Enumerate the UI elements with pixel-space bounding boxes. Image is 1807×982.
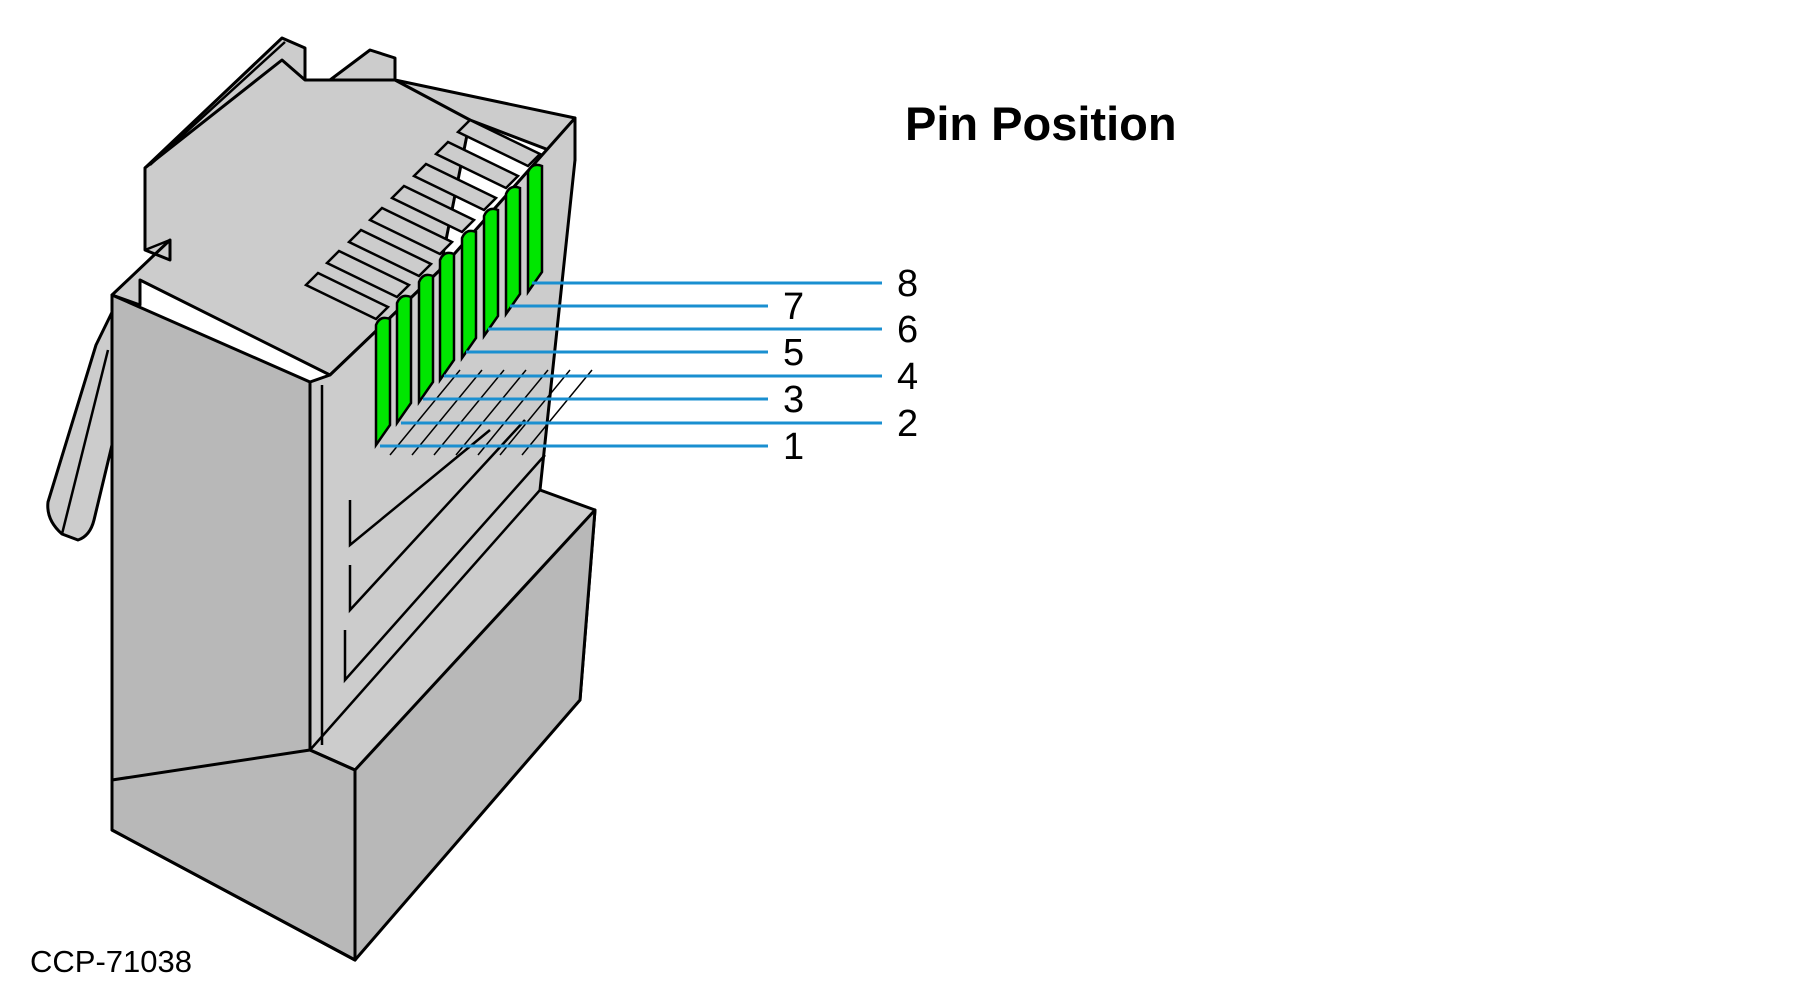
pin-contact-8 [526,163,544,296]
pin-label-6: 6 [897,309,918,351]
pin-slot-6 [411,162,499,212]
connector-body [110,36,597,962]
pin-label-2: 2 [897,403,918,445]
diagram-title: Pin Position [905,97,1177,150]
pin-label-3: 3 [783,379,804,421]
slot-divider-line [521,369,593,456]
pin-contact-5 [460,229,478,362]
pin-contact-1 [374,316,392,449]
pin-slot-4 [367,206,455,256]
slot-divider-line [477,369,549,456]
contact-slots [303,118,543,321]
pin-slot-2 [324,249,412,299]
pin-slot-5 [389,184,477,234]
pin-leaders: 1 2 3 4 5 6 7 8 [380,263,918,468]
pin-contacts [374,163,544,449]
pin-contact-4 [438,251,456,384]
slot-divider-line [499,369,571,456]
pin-label-4: 4 [897,356,918,398]
pin-slot-3 [346,228,434,278]
pin-contact-7 [504,185,522,318]
pin-label-1: 1 [783,426,804,468]
pin-slot-1 [303,271,391,321]
pin-slot-8 [455,118,543,168]
slot-divider-line [411,369,483,456]
slot-divider-line [455,369,527,456]
pin-contact-6 [482,207,500,340]
pin-label-7: 7 [783,286,804,328]
slot-divider-line [389,369,461,456]
slot-divider-line [433,369,505,456]
pin-label-8: 8 [897,263,918,305]
pin-contact-3 [417,273,435,406]
pin-label-5: 5 [783,332,804,374]
figure-id: CCP-71038 [30,944,192,979]
latch-clip [46,298,120,542]
pin-contact-2 [395,294,413,427]
pin-slot-7 [433,140,521,190]
